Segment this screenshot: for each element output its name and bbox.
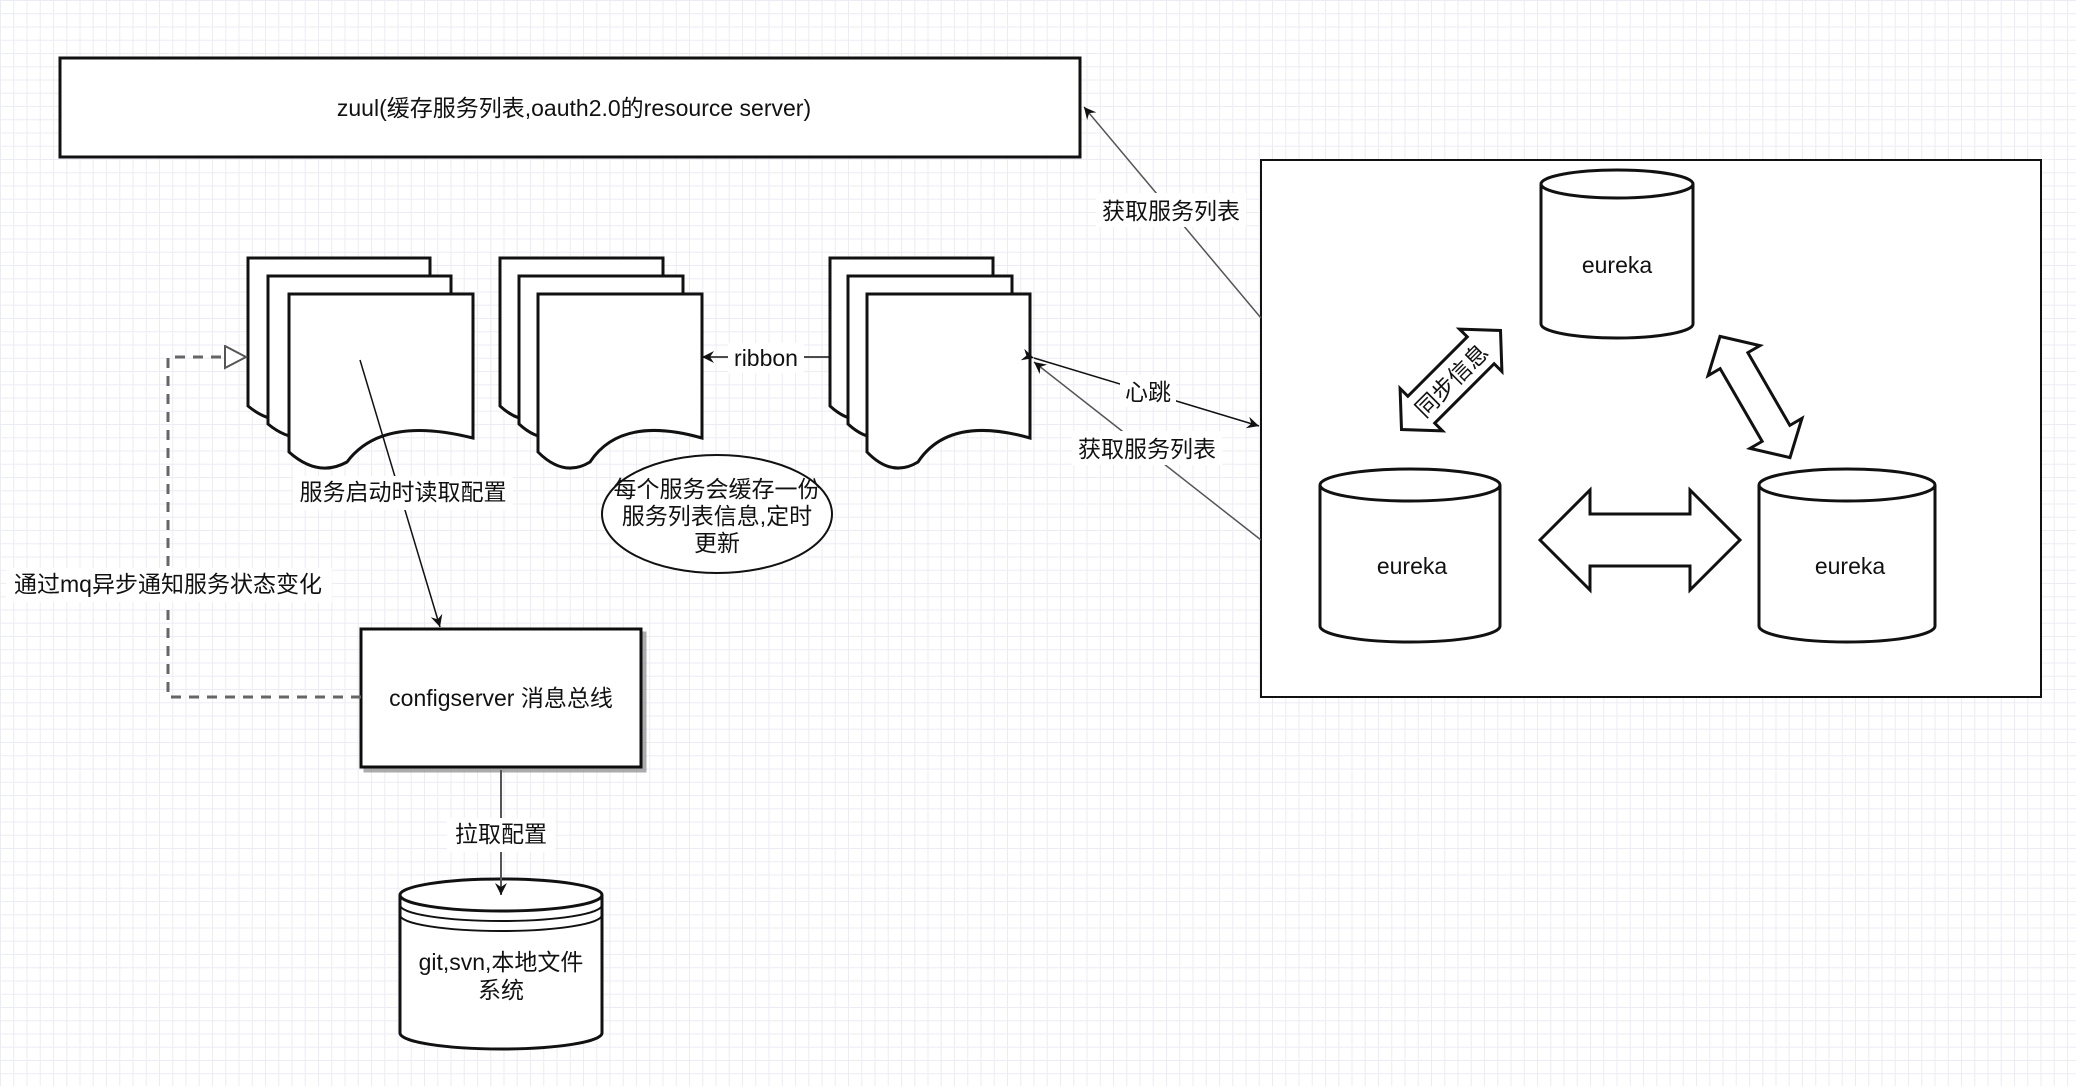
edge-label-mq-notify: 通过mq异步通知服务状态变化 — [14, 571, 322, 597]
note-line1: 每个服务会缓存一份 — [614, 476, 821, 502]
configserver-box[interactable]: configserver 消息总线 — [359, 627, 643, 769]
replication-arrow-top-right — [1705, 334, 1805, 460]
zuul-box[interactable]: zuul(缓存服务列表,oauth2.0的resource server) — [58, 56, 1082, 159]
edge-label-get-services-mid: 获取服务列表 — [1078, 436, 1216, 462]
eureka-top-label: eureka — [1582, 252, 1653, 278]
edge-mq-notify: 通过mq异步通知服务状态变化 — [6, 357, 361, 699]
cache-note-ellipse: 每个服务会缓存一份 服务列表信息,定时 更新 — [601, 454, 833, 574]
edge-label-ribbon: ribbon — [734, 345, 798, 371]
note-line3: 更新 — [694, 530, 740, 556]
eureka-right-label: eureka — [1815, 553, 1886, 579]
config-storage-database[interactable]: git,svn,本地文件 系统 — [398, 877, 604, 1051]
edge-label-read-config: 服务启动时读取配置 — [300, 479, 507, 505]
edge-eureka-to-service: 获取服务列表 — [1033, 361, 1262, 541]
eureka-top-database[interactable]: eureka — [1539, 168, 1695, 340]
edge-heartbeat: 心跳 — [1020, 348, 1260, 429]
service-stack-right[interactable] — [828, 256, 1032, 470]
storage-label-line2: 系统 — [478, 977, 524, 1003]
eureka-left-label: eureka — [1377, 553, 1448, 579]
edge-eureka-to-zuul: 获取服务列表 — [1083, 106, 1262, 319]
service-stack-middle[interactable] — [498, 256, 704, 470]
edge-label-get-services-top: 获取服务列表 — [1102, 198, 1240, 224]
edge-label-heartbeat: 心跳 — [1125, 379, 1171, 405]
service-stack-left[interactable] — [246, 256, 475, 470]
eureka-right-database[interactable]: eureka — [1757, 467, 1937, 644]
zuul-label: zuul(缓存服务列表,oauth2.0的resource server) — [337, 95, 811, 121]
replication-arrow-bottom — [1537, 486, 1743, 594]
edge-configserver-to-storage: 拉取配置 — [447, 770, 555, 895]
edge-label-pull-config: 拉取配置 — [455, 821, 547, 847]
eureka-left-database[interactable]: eureka — [1318, 467, 1502, 644]
edge-ribbon: ribbon — [702, 343, 830, 373]
note-line2: 服务列表信息,定时 — [622, 503, 812, 529]
configserver-label: configserver 消息总线 — [389, 685, 613, 711]
storage-label-line1: git,svn,本地文件 — [419, 949, 584, 975]
edge-service-to-configserver: 服务启动时读取配置 — [293, 359, 513, 628]
